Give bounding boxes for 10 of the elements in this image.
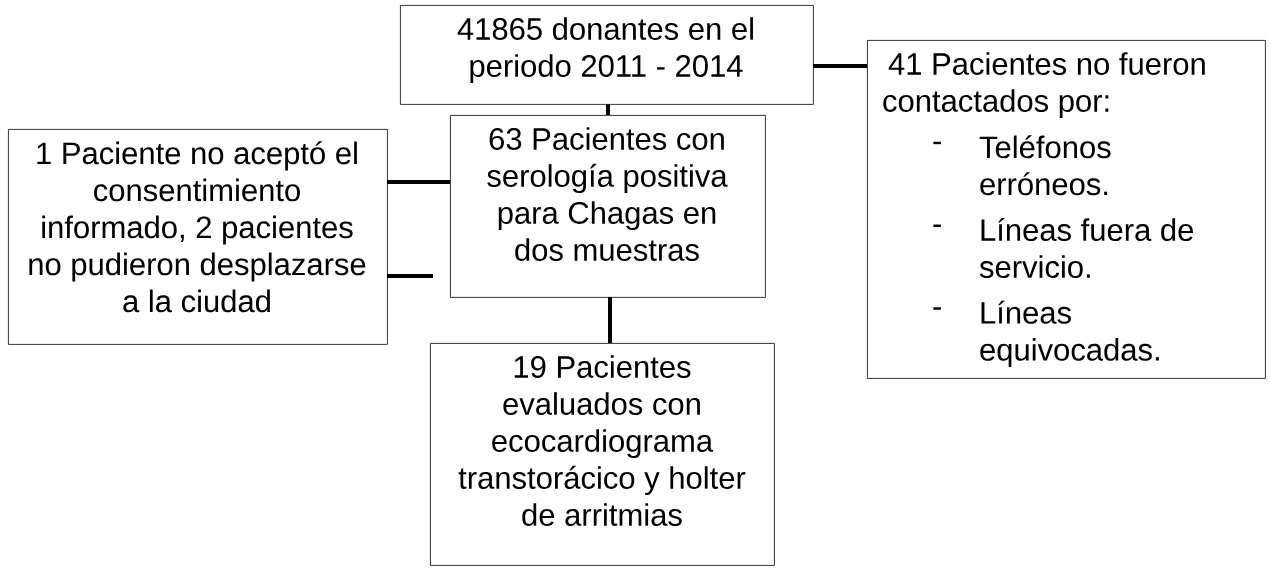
- connector-line: [608, 297, 612, 343]
- connector-line: [387, 274, 433, 278]
- connector-line: [813, 64, 867, 68]
- process-box: 1 Paciente no aceptó el consentimiento informado, 2 pacientes no pudieron desplazarse a la ciudad: [8, 129, 388, 345]
- process-box: 41865 donantes en el periodo 2011 - 2014: [400, 5, 814, 105]
- connector-line: [606, 104, 610, 115]
- process-box: 19 Pacientes evaluados con ecocardiograma transtorácico y holter de arritmias: [430, 343, 775, 566]
- process-box: 41 Pacientes no fueron contactados por: - Teléfonos erróneos. - Líneas fuera de servicio. - Líneas equivocadas.: [867, 40, 1266, 379]
- process-box: 63 Pacientes con serología positiva para Chagas en dos muestras: [450, 115, 766, 298]
- connector-line: [387, 180, 450, 184]
